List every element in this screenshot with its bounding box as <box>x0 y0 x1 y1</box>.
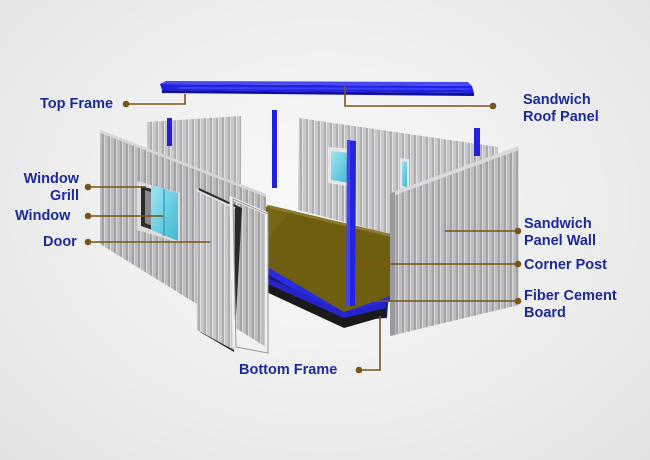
door-frame <box>229 195 269 354</box>
leader-bottom-frame <box>359 316 381 371</box>
post-back-left-top <box>167 118 172 146</box>
label-sandwich-panel-wall: Sandwich Panel Wall <box>524 216 596 249</box>
post-back-center <box>272 110 277 188</box>
corner-posts <box>167 110 480 306</box>
label-top-frame: Top Frame <box>40 96 114 112</box>
label-fiber-cement-board: Fiber Cement Board <box>524 288 617 321</box>
label-corner-post: Corner Post <box>524 257 607 273</box>
label-bottom-frame: Bottom Frame <box>239 362 338 378</box>
leader-lines <box>84 86 522 374</box>
sandwich-roof-panel <box>178 87 471 90</box>
post-back-right <box>474 128 480 156</box>
left-wall <box>100 130 266 347</box>
label-sandwich-roof-panel: Sandwich Roof Panel <box>523 92 599 125</box>
leader-roof-panel <box>344 86 493 107</box>
label-window-grill: Window Grill <box>23 171 79 204</box>
window <box>151 185 178 241</box>
label-window: Window <box>15 208 71 224</box>
label-door: Door <box>43 234 77 250</box>
leader-top-frame <box>126 94 186 105</box>
back-wall-window <box>328 147 409 190</box>
